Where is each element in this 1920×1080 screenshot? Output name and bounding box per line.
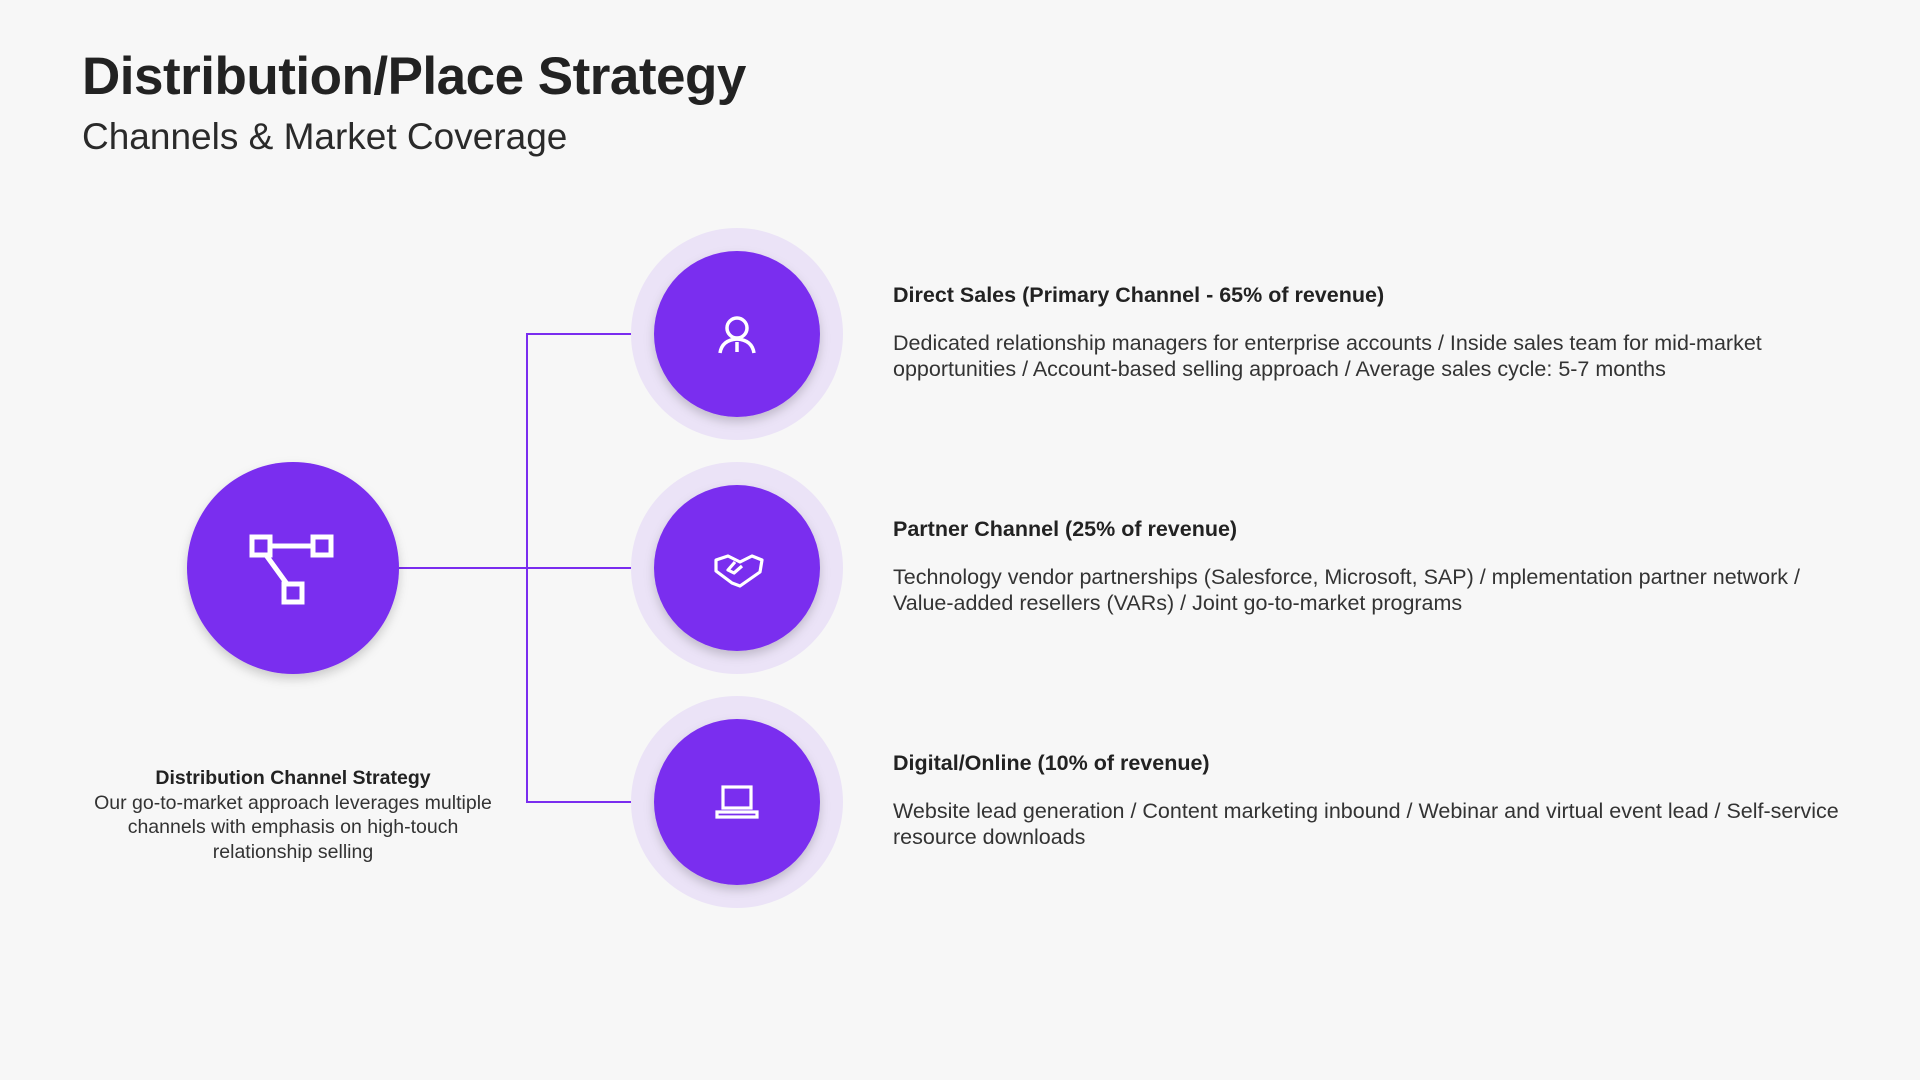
channel-node-direct bbox=[631, 228, 843, 440]
network-nodes-icon bbox=[249, 534, 334, 605]
channel-title: Partner Channel (25% of revenue) bbox=[893, 517, 1238, 541]
channel-description: Website lead generation / Content market… bbox=[893, 799, 1839, 849]
channel-title: Direct Sales (Primary Channel - 65% of r… bbox=[893, 283, 1385, 307]
channel-description: Dedicated relationship managers for ente… bbox=[893, 331, 1762, 381]
laptop-icon bbox=[715, 785, 759, 819]
channel-node-digital bbox=[631, 696, 843, 908]
page-title: Distribution/Place Strategy bbox=[82, 47, 746, 106]
connector-digital bbox=[526, 568, 653, 807]
page-subtitle: Channels & Market Coverage bbox=[82, 116, 568, 157]
connector-direct bbox=[526, 329, 653, 568]
handshake-icon bbox=[714, 554, 764, 588]
person-tie-icon bbox=[718, 316, 756, 354]
hub-title: Distribution Channel Strategy bbox=[155, 767, 431, 789]
hub-node bbox=[187, 462, 399, 674]
hub-caption: Distribution Channel Strategy Our go-to-… bbox=[93, 766, 493, 864]
connector-lines bbox=[399, 329, 653, 807]
channel-title: Digital/Online (10% of revenue) bbox=[893, 751, 1210, 775]
channel-node-partner bbox=[631, 462, 843, 674]
channel-description: Technology vendor partnerships (Salesfor… bbox=[893, 565, 1800, 615]
channel-direct: Direct Sales (Primary Channel - 65% of r… bbox=[893, 283, 1853, 382]
channel-partner: Partner Channel (25% of revenue) Technol… bbox=[893, 517, 1853, 616]
channel-digital: Digital/Online (10% of revenue) Website … bbox=[893, 751, 1853, 850]
hub-description: Our go-to-market approach leverages mult… bbox=[94, 791, 492, 863]
